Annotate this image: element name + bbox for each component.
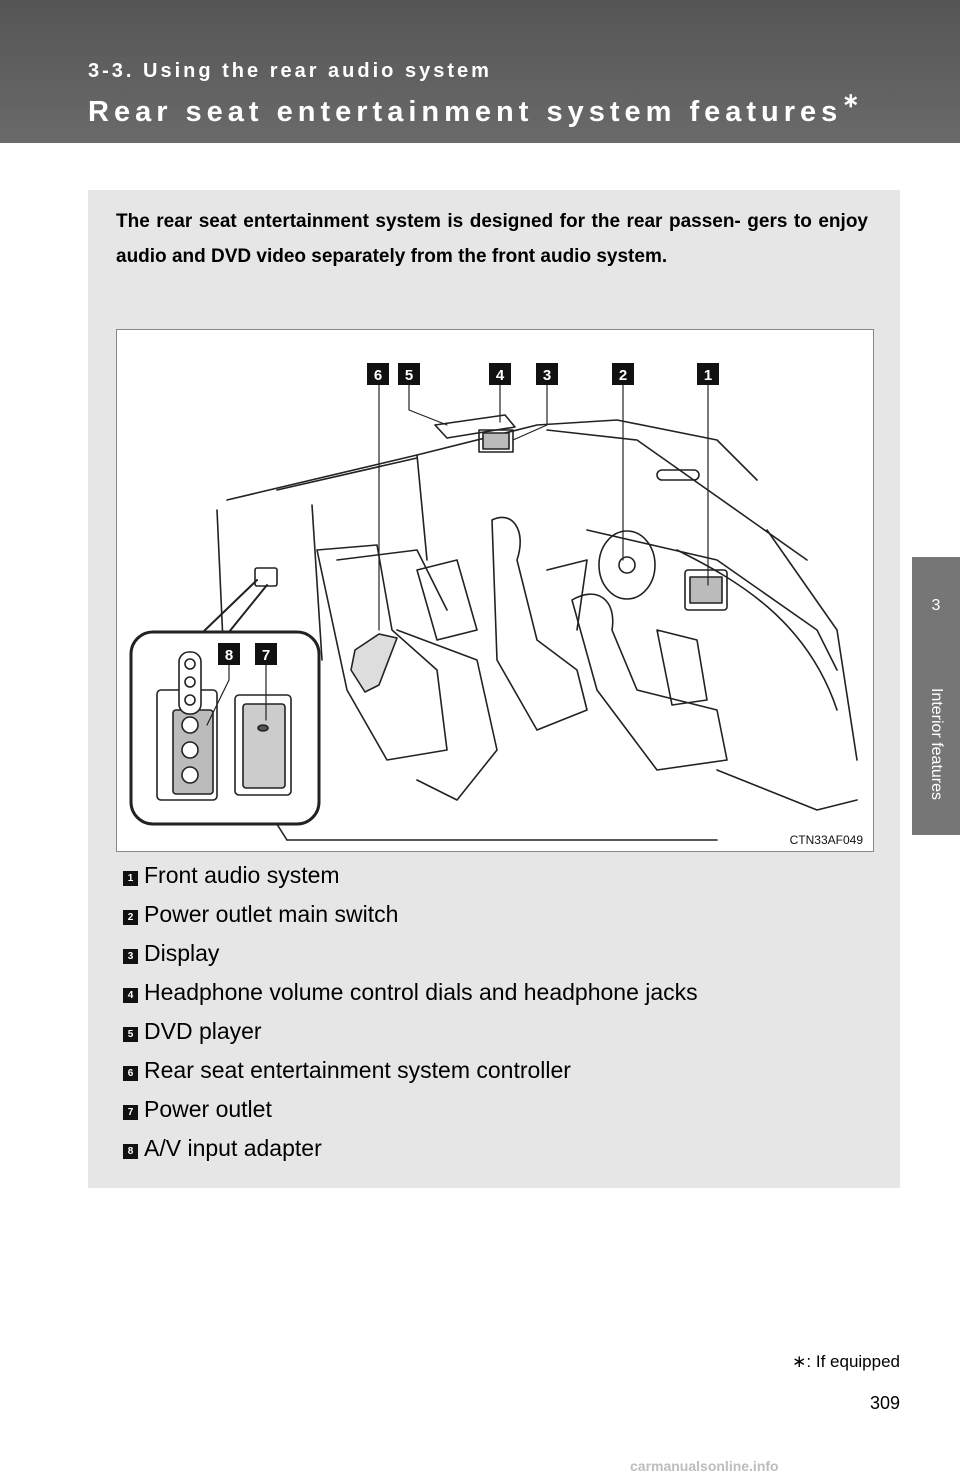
legend-item: 1 Front audio system — [116, 856, 876, 895]
legend-badge: 6 — [123, 1066, 138, 1081]
callout-2: 2 — [619, 367, 627, 384]
legend-text: DVD player — [144, 1018, 262, 1045]
legend-text: Front audio system — [144, 862, 340, 889]
page-title: Rear seat entertainment system features∗ — [88, 96, 859, 129]
legend-item: 2 Power outlet main switch — [116, 895, 876, 934]
legend-badge: 1 — [123, 871, 138, 886]
legend-badge: 5 — [123, 1027, 138, 1042]
interior-drawing: 6 5 4 3 2 1 8 7 CTN33AF049 — [117, 330, 873, 851]
callout-5: 5 — [405, 367, 413, 384]
legend-text: Power outlet main switch — [144, 901, 398, 928]
legend-badge: 2 — [123, 910, 138, 925]
legend-badge: 4 — [123, 988, 138, 1003]
section-label: 3-3. Using the rear audio system — [88, 60, 492, 83]
legend-badge: 8 — [123, 1144, 138, 1159]
callout-8: 8 — [225, 647, 233, 664]
if-equipped-mark: ∗ — [842, 90, 859, 112]
legend-item: 3 Display — [116, 934, 876, 973]
chapter-number: 3 — [912, 597, 960, 615]
page-title-text: Rear seat entertainment system features — [88, 96, 842, 128]
chapter-label: Interior features — [927, 688, 945, 800]
legend-text: A/V input adapter — [144, 1135, 322, 1162]
watermark: carmanualsonline.info — [630, 1458, 779, 1474]
callout-3: 3 — [543, 367, 551, 384]
legend-item: 4 Headphone volume control dials and head… — [116, 973, 876, 1012]
legend-item: 5 DVD player — [116, 1012, 876, 1051]
legend-text: Headphone volume control dials and headp… — [144, 979, 698, 1006]
legend-item: 8 A/V input adapter — [116, 1129, 876, 1168]
page-number: 309 — [820, 1393, 900, 1414]
callout-6: 6 — [374, 367, 382, 384]
callout-4: 4 — [496, 367, 505, 384]
chapter-label-box: Interior features — [912, 664, 960, 824]
page-header: 3-3. Using the rear audio system Rear se… — [0, 0, 960, 143]
vehicle-interior-illustration: 6 5 4 3 2 1 8 7 CTN33AF049 — [116, 329, 874, 852]
intro-paragraph: The rear seat entertainment system is de… — [116, 204, 868, 274]
legend-text: Rear seat entertainment system controlle… — [144, 1057, 571, 1084]
callout-badges: 6 5 4 3 2 1 8 7 — [218, 363, 719, 665]
legend-text: Power outlet — [144, 1096, 272, 1123]
legend-item: 7 Power outlet — [116, 1090, 876, 1129]
callout-1: 1 — [704, 367, 712, 384]
figure-code: CTN33AF049 — [790, 833, 864, 847]
footnote: ∗: If equipped — [760, 1352, 900, 1372]
legend-badge: 3 — [123, 949, 138, 964]
legend-list: 1 Front audio system 2 Power outlet main s… — [116, 856, 876, 1168]
legend-item: 6 Rear seat entertainment system controll… — [116, 1051, 876, 1090]
legend-text: Display — [144, 940, 219, 967]
callout-7: 7 — [262, 647, 270, 664]
legend-badge: 7 — [123, 1105, 138, 1120]
